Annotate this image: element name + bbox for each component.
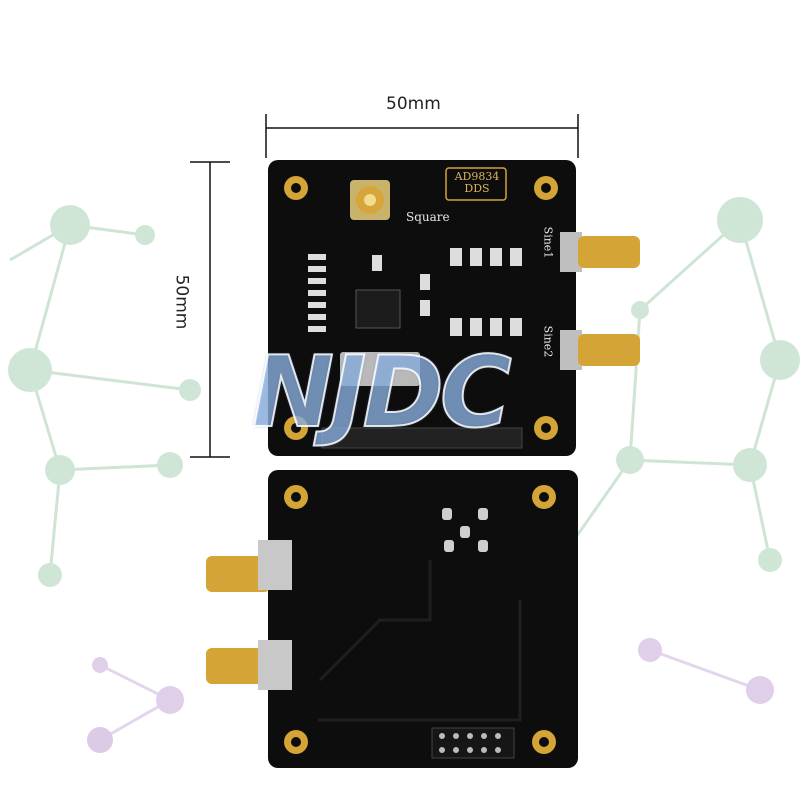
sine2-output-label: Sine2 xyxy=(541,325,555,358)
square-output-label: Square xyxy=(406,210,450,224)
height-dimension xyxy=(190,161,230,458)
sine1-output-label: Sine1 xyxy=(541,226,555,259)
crystal-oscillator xyxy=(340,352,420,386)
top-board xyxy=(268,160,640,456)
width-dimension-label: 50mm xyxy=(386,94,441,114)
sma-connector-bottom-1 xyxy=(206,540,292,592)
bottom-header xyxy=(431,727,515,759)
bottom-board xyxy=(206,470,578,768)
chip-label: AD9834 DDS xyxy=(449,171,505,195)
watermark-logo: NJDC xyxy=(251,335,513,451)
pcb-traces xyxy=(318,560,522,722)
background-network-purple xyxy=(87,638,774,753)
width-dimension xyxy=(265,114,579,158)
smd-components xyxy=(308,248,522,336)
height-dimension-label: 50mm xyxy=(171,274,192,330)
chip-label-line2: DDS xyxy=(464,182,490,195)
background-network xyxy=(9,218,782,576)
solder-pads xyxy=(442,508,488,552)
sma-connector-sine2 xyxy=(560,330,640,370)
pin-header xyxy=(321,427,523,449)
background-network-nodes xyxy=(8,197,800,587)
sma-connector-bottom-2 xyxy=(206,640,292,690)
dds-ic xyxy=(355,289,401,329)
chip-label-box xyxy=(445,167,507,201)
sma-connector-square xyxy=(350,180,390,220)
chip-label-line1: AD9834 xyxy=(454,170,500,183)
sma-connector-sine1 xyxy=(560,232,640,272)
